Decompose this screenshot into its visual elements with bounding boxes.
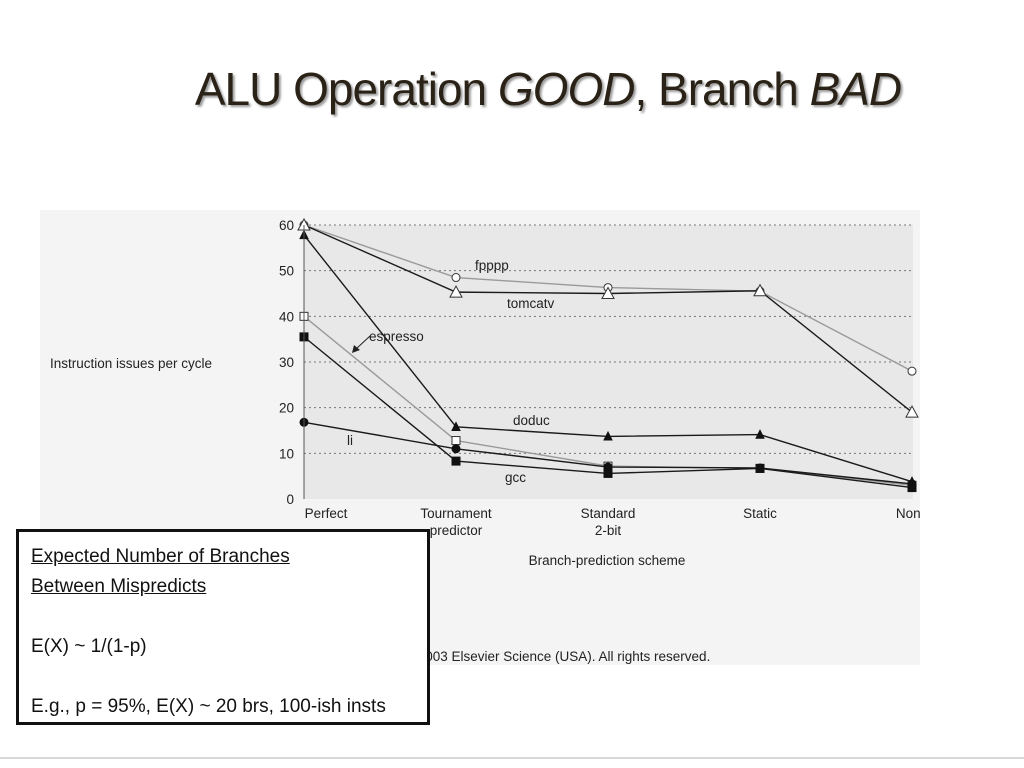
marker-gcc (451, 456, 461, 466)
marker-tomcatv (753, 283, 767, 297)
series-labels: fpppp tomcatv espresso doduc li gcc (347, 258, 555, 485)
marker-gcc (755, 463, 765, 473)
marker-tomcatv (905, 405, 919, 418)
copyright-notice: © 2003 Elsevier Science (USA). All right… (404, 649, 710, 664)
callout-heading-line1: Expected Number of Branches (31, 546, 290, 567)
marker-gcc (603, 468, 613, 478)
title-part1: ALU Operation (194, 63, 498, 115)
marker-fpppp (907, 366, 917, 376)
slide-title: ALU Operation GOOD, Branch BAD (0, 62, 1024, 116)
x-axis-label: Branch-prediction scheme (529, 553, 686, 568)
marker-fpppp (451, 273, 461, 283)
callout-formula: E(X) ~ 1/(1-p) (31, 636, 147, 657)
marker-gcc (907, 483, 917, 493)
series-label-doduc: doduc (513, 413, 550, 428)
callout-example: E.g., p = 95%, E(X) ~ 20 brs, 100-ish in… (31, 696, 386, 717)
y-axis-label: Instruction issues per cycle (50, 356, 212, 371)
series-label-gcc: gcc (505, 470, 526, 485)
title-emphasis-bad: BAD (809, 63, 903, 115)
y-tick-labels: 0 10 20 30 40 50 60 (279, 218, 294, 507)
x-tick-label: None (896, 506, 920, 521)
y-tick-label: 60 (279, 218, 294, 233)
y-tick-label: 20 (279, 401, 294, 416)
series-label-espresso: espresso (369, 329, 424, 344)
marker-li (451, 444, 461, 454)
x-tick-label: Perfect (305, 506, 348, 521)
espresso-pointer-arrow (355, 335, 371, 350)
espresso-pointer-arrowhead (352, 345, 360, 353)
series-label-li: li (347, 433, 353, 448)
mispredict-callout-box: Expected Number of Branches Between Misp… (16, 529, 430, 725)
y-tick-label: 30 (279, 355, 294, 370)
series-label-tomcatv: tomcatv (507, 296, 555, 311)
y-tick-label: 40 (279, 309, 294, 324)
callout-heading-line2: Between Mispredicts (31, 576, 207, 597)
title-emphasis-good: GOOD (497, 63, 636, 115)
marker-doduc (603, 430, 613, 441)
series-label-fpppp: fpppp (475, 258, 509, 273)
marker-doduc (755, 429, 765, 439)
marker-espresso (451, 436, 461, 446)
x-tick-label: Static (743, 506, 777, 521)
footer-divider (0, 757, 1024, 759)
marker-doduc (451, 421, 461, 431)
y-tick-label: 50 (279, 264, 294, 279)
title-part2: , Branch (634, 63, 810, 115)
y-tick-label: 0 (286, 492, 294, 507)
marker-tomcatv (449, 285, 463, 298)
marker-tomcatv (601, 286, 615, 299)
y-tick-label: 10 (279, 446, 294, 461)
